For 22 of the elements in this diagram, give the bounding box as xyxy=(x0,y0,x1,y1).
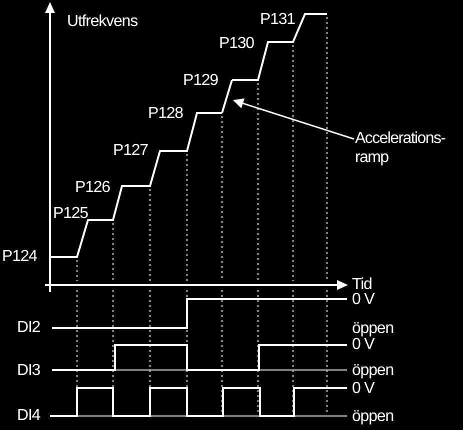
axis-label: öppen xyxy=(352,409,394,425)
axis-label: P126 xyxy=(75,180,110,196)
axis-label: öppen xyxy=(352,363,394,379)
axis-label: DI3 xyxy=(17,363,40,379)
axis-label: P128 xyxy=(148,106,183,122)
axis-label: öppen xyxy=(352,321,394,337)
ramp-segment xyxy=(221,80,233,114)
annotation-text: Accelerations- ramp xyxy=(355,129,463,168)
axis-label: P127 xyxy=(113,143,148,159)
axis-label: DI4 xyxy=(17,408,40,424)
axis-label: 0 V xyxy=(352,292,374,308)
axis-label: P130 xyxy=(219,36,254,52)
axis-label: Tid xyxy=(352,277,372,293)
axis-label: 0 V xyxy=(352,337,374,353)
axis-label: P124 xyxy=(2,249,37,265)
axis-label: Utfrekvens xyxy=(67,14,138,30)
axis-label: P129 xyxy=(183,73,218,89)
axis-label: P131 xyxy=(260,12,295,28)
axis-label: 0 V xyxy=(352,381,374,397)
axis-label: DI2 xyxy=(17,320,40,336)
axis-label: P125 xyxy=(53,206,88,222)
leader-line xyxy=(233,98,354,140)
